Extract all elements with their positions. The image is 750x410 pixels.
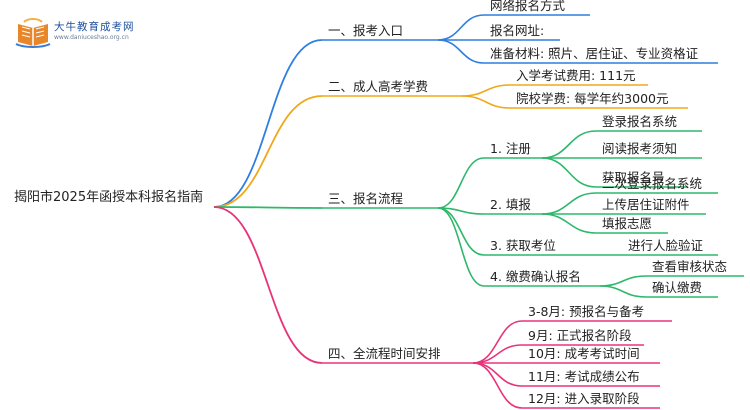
branch-2-item-1-connector	[461, 84, 511, 97]
step-4-sub-2-label: 确认缴费	[652, 280, 703, 295]
branch-connector-3	[213, 206, 323, 209]
step-3-sub-1-label: 进行人脸验证	[628, 238, 704, 253]
branch-3-label: 三、报名流程	[328, 191, 404, 206]
step-2-sub-1-label: 二次登录报名系统	[602, 176, 703, 191]
branch-4-item-5-connector	[472, 362, 523, 409]
branch-3-item-1-label: 1. 注册	[490, 141, 531, 156]
branch-2-item-2-connector	[461, 95, 511, 109]
logo-url: www.daniuceshao.org.cn	[54, 34, 129, 41]
branch-4-item-4-label: 11月: 考试成绩公布	[528, 369, 640, 384]
branch-1-item-1-label: 网络报名方式	[490, 0, 566, 13]
step-2-sub-1-connector	[541, 192, 597, 215]
step-4-sub-2-connector	[599, 285, 647, 298]
step-2-sub-3-connector	[541, 213, 597, 234]
branch-4-item-4-connector	[472, 362, 523, 387]
branch-connector-4	[213, 206, 323, 364]
branch-4-item-1-label: 3-8月: 预报名与备考	[528, 304, 645, 319]
branch-connector-1	[213, 39, 323, 208]
step-1-sub-3-connector	[541, 157, 597, 188]
branch-connector-2	[213, 95, 323, 208]
step-1-sub-1-connector	[541, 130, 597, 159]
branch-4-label: 四、全流程时间安排	[328, 346, 441, 361]
branch-4-item-5-label: 12月: 进入录取阶段	[528, 391, 640, 406]
site-logo: 大牛教育成考网 www.daniuceshao.org.cn	[14, 16, 154, 50]
branch-3-item-3-label: 3. 获取考位	[490, 238, 556, 253]
book-logo-icon	[15, 18, 51, 48]
branch-3-item-2-label: 2. 填报	[490, 197, 531, 212]
step-2-sub-3-label: 填报志愿	[602, 216, 653, 231]
step-1-sub-3-label: 获取报名号	[602, 170, 665, 185]
step-4-sub-1-label: 查看审核状态	[652, 259, 728, 274]
branch-4-item-2-label: 9月: 正式报名阶段	[528, 328, 632, 343]
branch-4-item-1-connector	[472, 320, 523, 364]
step-2-sub-2-label: 上传居住证附件	[602, 197, 690, 212]
step-1-sub-1-label: 登录报名系统	[602, 114, 678, 129]
branch-4-item-3-label: 10月: 成考考试时间	[528, 346, 640, 361]
logo-name: 大牛教育成考网	[54, 21, 135, 33]
branch-2-label: 二、成人高考学费	[328, 79, 429, 94]
branch-4-item-2-connector	[472, 344, 523, 364]
branch-1-item-1-connector	[437, 14, 485, 41]
branch-2-item-1-label: 入学考试费用: 111元	[516, 68, 636, 83]
branch-3-item-4-connector	[437, 207, 485, 287]
branch-1-item-3-label: 准备材料: 照片、居住证、专业资格证	[490, 46, 699, 61]
branch-1-item-2-label: 报名网址:	[490, 23, 545, 38]
root-node: 揭阳市2025年函授本科报名指南	[14, 190, 204, 205]
branch-1-item-3-connector	[437, 39, 485, 64]
branch-2-item-2-label: 院校学费: 每学年约3000元	[516, 91, 669, 106]
branch-3-item-4-label: 4. 缴费确认报名	[490, 269, 581, 284]
step-1-sub-2-label: 阅读报考须知	[602, 141, 678, 156]
branch-1-label: 一、报考入口	[328, 23, 404, 38]
branch-3-item-1-connector	[437, 157, 485, 209]
step-4-sub-1-connector	[599, 275, 647, 287]
